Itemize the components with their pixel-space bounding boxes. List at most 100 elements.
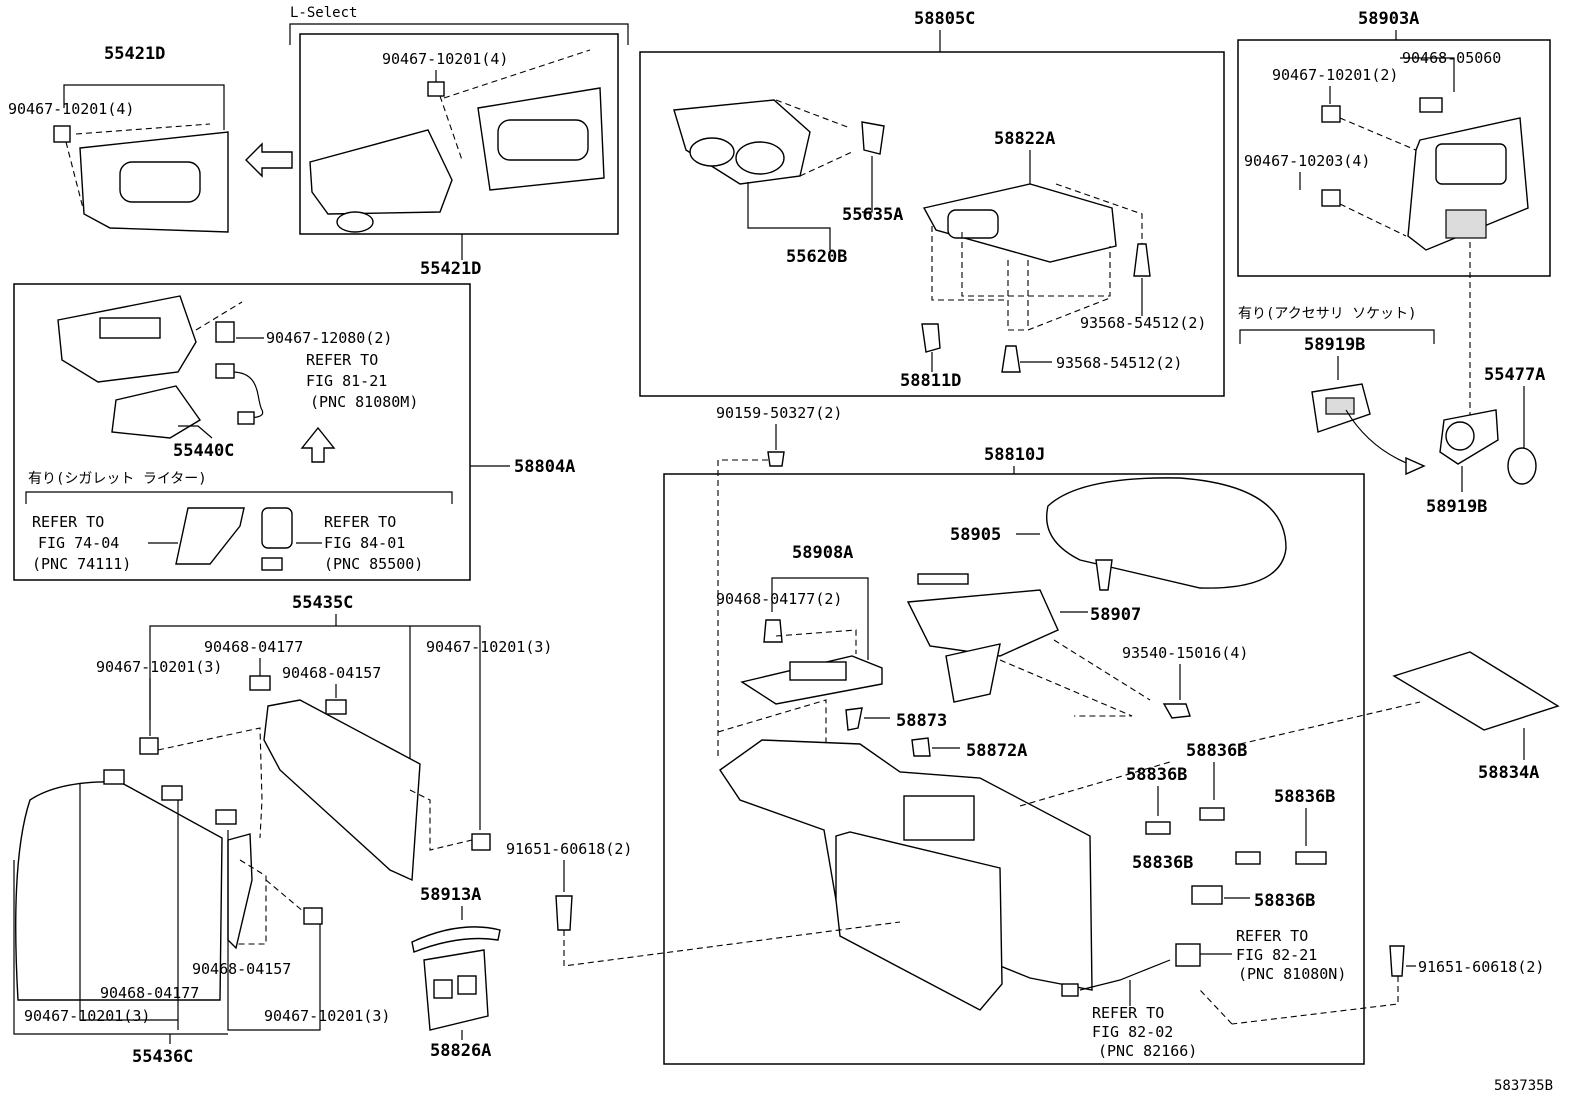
label-55620b[interactable]: 55620B (786, 247, 847, 267)
label-90467-10201-3-a[interactable]: 90467-10201(3) (96, 658, 222, 676)
label-90468-04177-a[interactable]: 90468-04177 (204, 638, 303, 656)
label-55421d-top[interactable]: 55421D (104, 44, 165, 64)
label-55440c[interactable]: 55440C (173, 441, 234, 461)
label-90468-04177-2[interactable]: 90468-04177(2) (716, 590, 842, 608)
label-refer-82-02-2[interactable]: FIG 82-02 (1092, 1023, 1173, 1041)
console-front (835, 831, 1003, 1011)
label-refer-82-21-3[interactable]: (PNC 81080N) (1238, 965, 1346, 983)
label-55635a[interactable]: 55635A (842, 205, 903, 225)
label-refer-82-02-1[interactable]: REFER TO (1092, 1004, 1164, 1022)
clip-90467-10203 (1321, 189, 1341, 207)
label-90467-10201-3-b[interactable]: 90467-10201(3) (426, 638, 552, 656)
label-90467-10201-3-d[interactable]: 90467-10201(3) (264, 1007, 390, 1025)
group-55435c: 55435C 90468-04177 90468-04157 90467-102… (13, 593, 552, 1067)
label-refer-74-3[interactable]: (PNC 74111) (32, 555, 131, 573)
bolt-90159 (767, 451, 785, 467)
label-58826a[interactable]: 58826A (430, 1041, 491, 1061)
label-58873[interactable]: 58873 (896, 711, 947, 731)
shift-panel-58822a (922, 183, 1117, 263)
label-refer-84-1[interactable]: REFER TO (324, 513, 396, 531)
label-58810j[interactable]: 58810J (984, 445, 1045, 465)
clip-90467-10201-3-b (471, 833, 491, 851)
label-refer-74-2[interactable]: FIG 74-04 (38, 534, 119, 552)
pad-58836b-4 (1235, 851, 1261, 865)
console-top-58804a (57, 295, 197, 383)
box-58810j (663, 473, 1365, 1065)
wire-harness (231, 371, 264, 419)
label-58834a[interactable]: 58834A (1478, 763, 1539, 783)
group-58834a: 58834A 91651-60618(2) (1199, 651, 1560, 1025)
label-55421d-bottom[interactable]: 55421D (420, 259, 481, 279)
label-58836b-2[interactable]: 58836B (1126, 765, 1187, 785)
group-l-select: L-Select 90467-10201(4) 55421D (289, 5, 629, 279)
label-90159[interactable]: 90159-50327(2) (716, 404, 842, 422)
label-58836b-1[interactable]: 58836B (1186, 741, 1247, 761)
label-58907[interactable]: 58907 (1090, 605, 1141, 625)
pad-58836b-3 (1295, 851, 1327, 865)
label-refer-84-3[interactable]: (PNC 85500) (324, 555, 423, 573)
label-55435c[interactable]: 55435C (292, 593, 353, 613)
label-90468-04177-b[interactable]: 90468-04177 (100, 984, 199, 1002)
pad-58836b-5 (1191, 885, 1223, 905)
trim-58913a (411, 926, 501, 953)
label-58905[interactable]: 58905 (950, 525, 1001, 545)
label-93568-a[interactable]: 93568-54512(2) (1080, 314, 1206, 332)
lighter-socket-74111 (175, 507, 245, 565)
label-90468-04157-a[interactable]: 90468-04157 (282, 664, 381, 682)
box-58903a (1237, 39, 1551, 277)
label-91651-right[interactable]: 91651-60618(2) (1418, 958, 1544, 976)
label-55477a[interactable]: 55477A (1484, 365, 1545, 385)
clip-90467-12080 (215, 321, 235, 343)
label-90467-10201-4-left[interactable]: 90467-10201(4) (8, 100, 134, 118)
label-58919b-top[interactable]: 58919B (1304, 335, 1365, 355)
label-socket-note[interactable]: 有り(アクセサリ ソケット) (1238, 306, 1417, 322)
label-90468-04157-b[interactable]: 90468-04157 (192, 960, 291, 978)
label-refer-81-2[interactable]: FIG 81-21 (306, 372, 387, 390)
label-l-select[interactable]: L-Select (290, 5, 357, 21)
label-refer-82-02-3[interactable]: (PNC 82166) (1098, 1042, 1197, 1060)
clip-90468-05060 (1419, 97, 1443, 113)
label-58836b-4[interactable]: 58836B (1132, 853, 1193, 873)
label-58919b-bottom[interactable]: 58919B (1426, 497, 1487, 517)
cap-55477a (1507, 447, 1537, 485)
label-58804a[interactable]: 58804A (514, 457, 575, 477)
label-refer-82-21-1[interactable]: REFER TO (1236, 927, 1308, 945)
label-58836b-3[interactable]: 58836B (1274, 787, 1335, 807)
panel-58826a (423, 949, 489, 1031)
label-58811d[interactable]: 58811D (900, 371, 961, 391)
label-refer-82-21-2[interactable]: FIG 82-21 (1236, 946, 1317, 964)
label-58836b-5[interactable]: 58836B (1254, 891, 1315, 911)
label-90467-10201-3-c[interactable]: 90467-10201(3) (24, 1007, 150, 1025)
label-58903a[interactable]: 58903A (1358, 9, 1419, 29)
up-arrow-icon (300, 426, 336, 463)
label-refer-81-1[interactable]: REFER TO (306, 351, 378, 369)
clip-90467-10201-left (53, 125, 71, 143)
label-cig-note[interactable]: 有り(シガレット ライター) (28, 471, 207, 487)
ashtray-55440c (111, 385, 202, 439)
label-90467-10203-4[interactable]: 90467-10203(4) (1244, 152, 1370, 170)
label-58805c[interactable]: 58805C (914, 9, 975, 29)
group-58903a: 58903A 90468-05060 90467-10201(2) 90467-… (1237, 9, 1551, 422)
pad-58836b-1 (1199, 807, 1225, 821)
label-90467-10201-4-lselect[interactable]: 90467-10201(4) (382, 50, 508, 68)
box-l-select (299, 33, 619, 235)
label-58822a[interactable]: 58822A (994, 129, 1055, 149)
label-93568-b[interactable]: 93568-54512(2) (1056, 354, 1182, 372)
label-93540[interactable]: 93540-15016(4) (1122, 644, 1248, 662)
side-panel-55435c (263, 699, 421, 882)
label-91651-left[interactable]: 91651-60618(2) (506, 840, 632, 858)
clip-90467-10201-2 (1321, 105, 1341, 123)
label-58872a[interactable]: 58872A (966, 741, 1027, 761)
group-55421d-left: 55421D 90467-10201(4) (8, 44, 293, 233)
label-90467-12080[interactable]: 90467-12080(2) (266, 329, 392, 347)
label-55436c[interactable]: 55436C (132, 1047, 193, 1067)
label-90467-10201-2[interactable]: 90467-10201(2) (1272, 66, 1398, 84)
group-58810j: 90159-50327(2) 58810J 58905 58907 93540-… (663, 404, 1365, 1065)
label-refer-74-1[interactable]: REFER TO (32, 513, 104, 531)
label-refer-81-3[interactable]: (PNC 81080M) (310, 393, 418, 411)
label-refer-84-2[interactable]: FIG 84-01 (324, 534, 405, 552)
label-58913a[interactable]: 58913A (420, 885, 481, 905)
clip-58872a (911, 737, 931, 757)
label-58908a[interactable]: 58908A (792, 543, 853, 563)
